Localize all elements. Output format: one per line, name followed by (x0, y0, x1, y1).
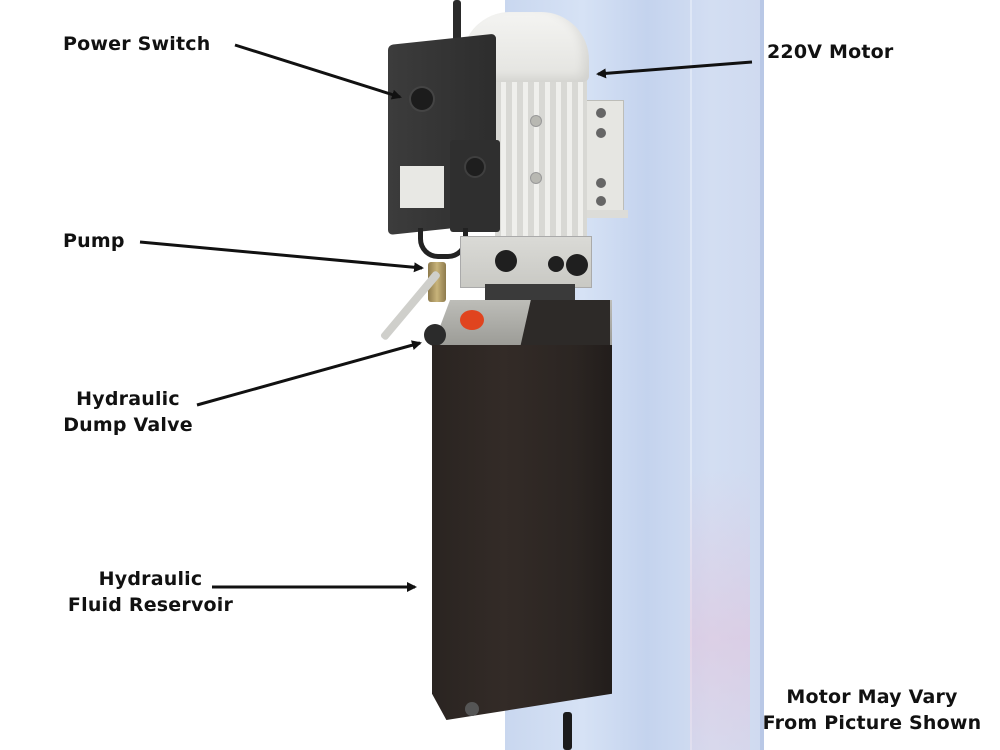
motor-bolt (530, 172, 542, 184)
label-power-switch: Power Switch (63, 33, 211, 55)
label-hydraulic-dump-valve: Hydraulic Dump Valve (63, 386, 193, 438)
label-reservoir-line1: Hydraulic (98, 568, 203, 590)
label-220v-motor: 220V Motor (767, 41, 894, 63)
mount-hole (596, 108, 606, 118)
label-dump-valve-line1: Hydraulic (76, 388, 180, 410)
power-switch-arrow-icon (234, 43, 402, 100)
column-edge (760, 0, 764, 750)
mount-hole (596, 196, 606, 206)
mount-hole (596, 178, 606, 188)
disclaimer-line2: From Picture Shown (762, 712, 982, 734)
motor-body (495, 78, 587, 238)
label-reservoir-line2: Fluid Reservoir (67, 594, 234, 616)
hydraulic-fluid-reservoir (432, 345, 612, 720)
column-reflection (690, 470, 750, 750)
manifold-fitting (495, 250, 517, 272)
column-seam (690, 0, 692, 750)
disclaimer-line1: Motor May Vary (786, 686, 958, 708)
power-switch-knob (411, 88, 433, 110)
dump-valve-grip (424, 324, 446, 346)
pump-arrow-icon (139, 240, 424, 273)
mount-hole (596, 128, 606, 138)
label-pump: Pump (63, 230, 125, 252)
label-dump-valve-line2: Dump Valve (63, 414, 193, 436)
reservoir-lid (520, 300, 610, 348)
control-box-spec-label (400, 166, 444, 208)
mount-foot (586, 210, 628, 218)
hydraulic-hose (563, 712, 572, 750)
power-cable (453, 0, 461, 48)
reservoir-drain-plug (465, 702, 479, 716)
manifold-fitting (566, 254, 588, 276)
motor-mount-plate (586, 100, 624, 214)
pump-base (485, 284, 575, 304)
disclaimer-note: Motor May Vary From Picture Shown (752, 684, 992, 736)
motor-bolt (530, 115, 542, 127)
dump-valve-arrow-icon (196, 340, 422, 407)
control-box-lower-panel (450, 140, 500, 232)
manifold-fitting (548, 256, 564, 272)
label-hydraulic-fluid-reservoir: Hydraulic Fluid Reservoir (63, 566, 238, 618)
dump-valve-red-cap (460, 310, 484, 330)
control-box-knob (466, 158, 484, 176)
